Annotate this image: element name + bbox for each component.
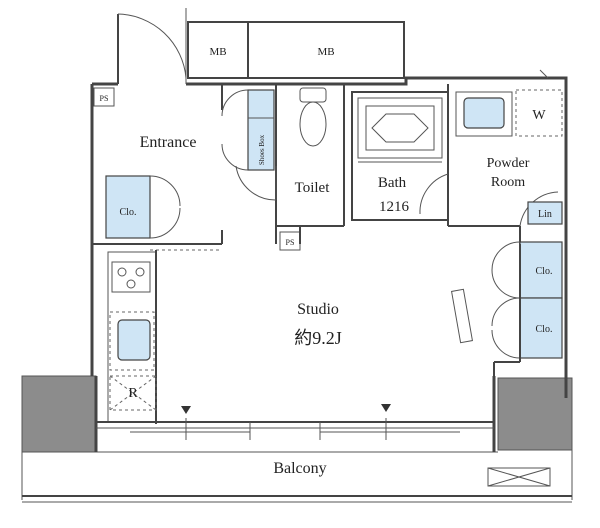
powder-room-label-1: Powder xyxy=(487,156,530,171)
shoe-box-doors xyxy=(221,89,249,171)
closet-left-label: Clo. xyxy=(120,207,137,218)
mb-box-right xyxy=(247,21,405,79)
entrance-walls xyxy=(92,84,277,251)
exterior-walls xyxy=(90,69,568,452)
balcony-column-left xyxy=(21,375,97,453)
toilet-room xyxy=(276,84,345,227)
bath-label: Bath xyxy=(378,175,407,191)
washbasin xyxy=(455,91,513,137)
bath-room xyxy=(351,84,449,226)
closet-right-top xyxy=(519,241,563,299)
studio-label: Studio xyxy=(297,301,339,318)
stove xyxy=(111,261,151,293)
studio-window xyxy=(96,418,494,440)
kitchen-sink xyxy=(109,311,155,371)
balcony-rail xyxy=(21,450,573,503)
balcony-column-right xyxy=(497,377,573,451)
refrigerator-label: R xyxy=(128,386,138,401)
refrigerator xyxy=(109,375,157,411)
washbasin-bowl xyxy=(463,97,505,129)
mb-right-label: MB xyxy=(317,46,334,58)
ps-top-box xyxy=(93,87,115,107)
toilet-door xyxy=(235,165,277,201)
closet-right-doors xyxy=(491,241,521,359)
window-marker-right xyxy=(381,404,391,412)
powder-room xyxy=(448,225,521,244)
balcony-hatch xyxy=(487,467,551,487)
entrance-door xyxy=(117,8,187,84)
washer-space xyxy=(515,89,563,137)
window-marker-left xyxy=(181,406,191,414)
bath-size-label: 1216 xyxy=(379,199,410,215)
powder-room-label-2: Room xyxy=(491,175,525,190)
studio-area-label: 約9.2J xyxy=(294,328,342,348)
closet-left xyxy=(105,175,151,239)
closet-right-bottom-label: Clo. xyxy=(536,324,553,335)
linen-closet xyxy=(527,201,563,225)
closet-right-top-label: Clo. xyxy=(536,266,553,277)
shoe-box-label: Shoes Box xyxy=(258,134,266,165)
bath-door xyxy=(419,173,449,215)
washer-label: W xyxy=(532,108,546,123)
linen-label: Lin xyxy=(538,209,552,220)
toilet-label: Toilet xyxy=(295,180,331,196)
shoes-box: Shoes Box xyxy=(247,89,275,171)
entrance-label: Entrance xyxy=(140,134,197,151)
balcony-label: Balcony xyxy=(273,460,326,477)
toilet-bowl xyxy=(299,87,327,147)
bathtub xyxy=(357,97,443,163)
closet-left-doors xyxy=(149,175,181,239)
studio-furniture xyxy=(450,288,474,344)
ps-top-label: PS xyxy=(100,94,109,103)
ps-mid-label: PS xyxy=(286,238,295,247)
mb-left-label: MB xyxy=(209,46,226,58)
